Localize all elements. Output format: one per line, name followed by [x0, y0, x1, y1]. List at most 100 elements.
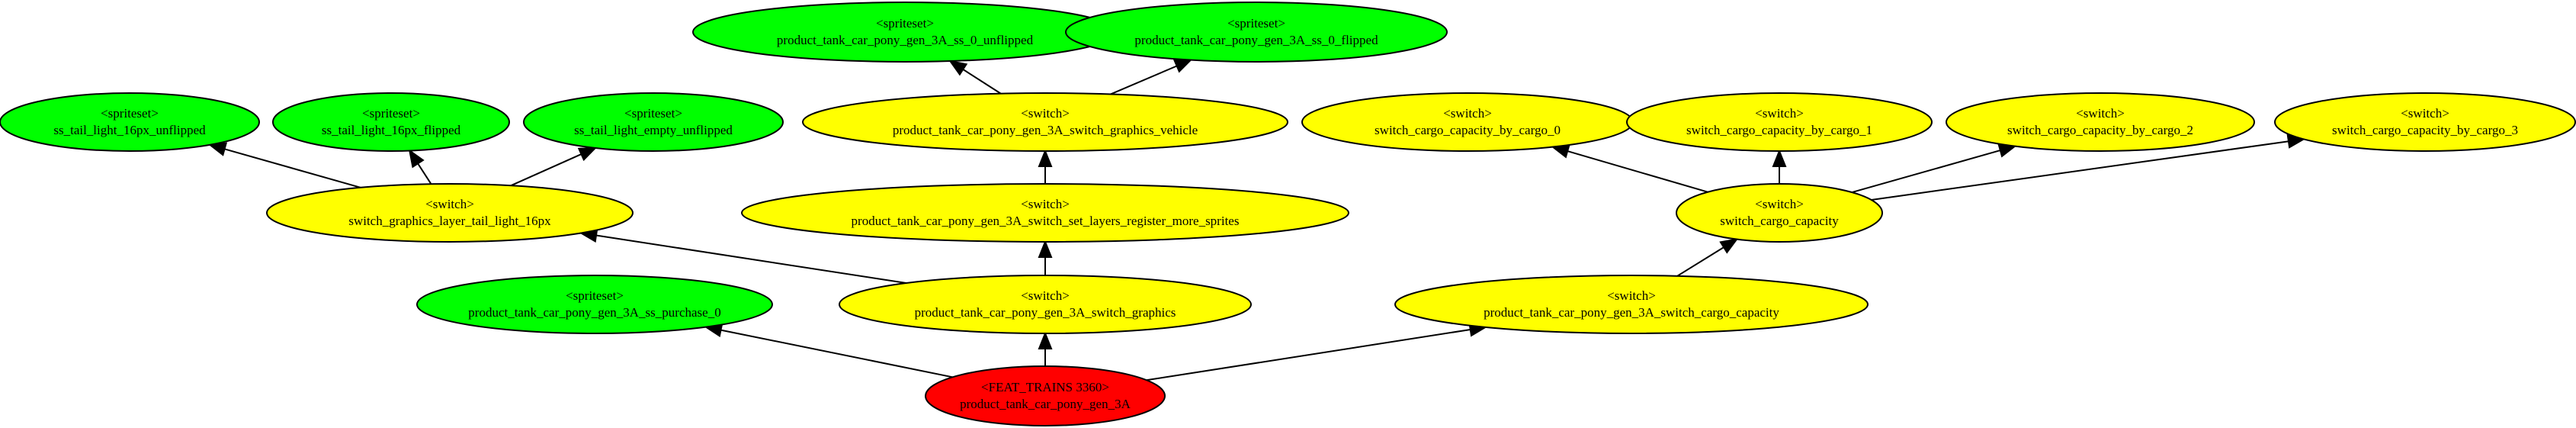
- node-cargo3: <switch>switch_cargo_capacity_by_cargo_3: [2274, 92, 2576, 152]
- edge-root-to-switch-cargo-capacity-main: [1146, 322, 1488, 381]
- node-label: switch_cargo_capacity: [1720, 214, 1839, 228]
- node-ss0-unflipped: <spriteset> product_tank_car_pony_gen_3A_…: [692, 2, 1118, 63]
- edge-switch-cargo-capacity-main-to-switch-cargo-capacity: [1676, 238, 1739, 277]
- edge-set-layers-to-graphics-vehicle: [1038, 149, 1053, 184]
- node-label: ss_tail_light_empty_unflipped: [574, 123, 733, 137]
- edge-arrowhead: [1038, 240, 1053, 258]
- node-label: ss_tail_light_16px_unflipped: [53, 123, 206, 137]
- edge-line: [417, 163, 432, 185]
- edge-tail-light-layer-to-tail-empty: [510, 146, 598, 187]
- edge-switch-graphics-to-tail-light-layer: [579, 228, 906, 284]
- node-type: <switch>: [1755, 197, 1804, 211]
- node-label: switch_cargo_capacity_by_cargo_0: [1375, 123, 1561, 137]
- node-switch-cargo-capacity: <switch> switch_cargo_capacity: [1676, 183, 1883, 243]
- node-shape: [266, 183, 634, 243]
- edge-switch-cargo-capacity-to-cargo1: [1772, 149, 1787, 184]
- node-label: product_tank_car_pony_gen_3A_ss_0_unflip…: [777, 33, 1034, 47]
- node-label: product_tank_car_pony_gen_3A_ss_purchase…: [468, 305, 720, 320]
- node-root: <FEAT_TRAINS 3360> product_tank_car_pony_…: [925, 365, 1166, 426]
- node-set-layers: <switch>product_tank_car_pony_gen_3A_swi…: [741, 183, 1349, 243]
- edge-tail-light-layer-to-tail-flipped: [408, 149, 432, 185]
- node-shape: [272, 92, 510, 152]
- node-type: <spriteset>: [101, 106, 159, 121]
- node-label: product_tank_car_pony_gen_3A_ss_0_flippe…: [1134, 33, 1378, 47]
- edge-arrowhead: [1173, 59, 1193, 73]
- node-type: <FEAT_TRAINS 3360>: [981, 380, 1109, 394]
- node-type: <switch>: [425, 197, 474, 211]
- node-shape: [416, 275, 773, 334]
- node-switch-graphics: <switch> product_tank_car_pony_gen_3A_swi…: [839, 275, 1252, 334]
- edge-line: [1852, 150, 2001, 194]
- edge-switch-cargo-capacity-to-cargo2: [1852, 143, 2017, 194]
- node-type: <switch>: [1021, 197, 1070, 211]
- node-label: ss_tail_light_16px_flipped: [322, 123, 461, 137]
- node-shape: [0, 92, 260, 152]
- edge-arrowhead: [948, 60, 968, 76]
- node-type: <spriteset>: [362, 106, 420, 121]
- edge-line: [962, 69, 1002, 95]
- node-type: <switch>: [1021, 106, 1070, 121]
- node-type: <switch>: [2076, 106, 2125, 121]
- edge-line: [510, 153, 582, 187]
- edge-tail-light-layer-to-tail-unflipped: [207, 142, 361, 188]
- node-tail-empty: <spriteset>ss_tail_light_empty_unflipped: [523, 92, 784, 152]
- node-label: switch_cargo_capacity_by_cargo_1: [1686, 123, 1872, 137]
- edge-arrowhead: [1719, 238, 1739, 254]
- edge-line: [1871, 140, 2289, 201]
- node-type: <switch>: [1443, 106, 1492, 121]
- node-tail-unflipped: <spriteset> ss_tail_light_16px_unflipped: [0, 92, 260, 152]
- node-shape: [2274, 92, 2576, 152]
- edge-root-to-switch-graphics: [1038, 331, 1053, 366]
- edge-line: [720, 329, 953, 378]
- node-label: product_tank_car_pony_gen_3A_switch_grap…: [893, 123, 1198, 137]
- edge-root-to-purchase: [704, 323, 953, 378]
- edge-arrowhead: [408, 149, 425, 169]
- edge-arrowhead: [1038, 149, 1053, 167]
- edge-switch-cargo-capacity-to-cargo0: [1551, 144, 1708, 193]
- node-type: <spriteset>: [1227, 16, 1285, 31]
- node-cargo0: <switch> switch_cargo_capacity_by_cargo_0: [1301, 92, 1634, 152]
- node-tail-light-layer: <switch> switch_graphics_layer_tail_light…: [266, 183, 634, 243]
- edge-line: [1567, 150, 1708, 193]
- edge-graphics-vehicle-to-ss0-unflipped: [948, 60, 1002, 95]
- node-type: <spriteset>: [566, 288, 624, 303]
- edge-arrowhead: [577, 146, 598, 162]
- node-type: <switch>: [1021, 288, 1070, 303]
- node-cargo1: <switch> switch_cargo_capacity_by_cargo_1: [1626, 92, 1933, 152]
- node-shape: [925, 365, 1166, 426]
- node-purchase: <spriteset> product_tank_car_pony_gen_3A_…: [416, 275, 773, 334]
- edge-line: [1676, 246, 1724, 277]
- node-label: switch_graphics_layer_tail_light_16px: [348, 214, 551, 228]
- node-ss0-flipped: <spriteset> product_tank_car_pony_gen_3A_…: [1065, 2, 1448, 63]
- node-shape: [523, 92, 784, 152]
- node-tail-flipped: <spriteset> ss_tail_light_16px_flipped: [272, 92, 510, 152]
- node-shape: [839, 275, 1252, 334]
- edge-arrowhead: [1038, 331, 1053, 349]
- node-shape: [692, 2, 1118, 63]
- node-label: product_tank_car_pony_gen_3A: [960, 397, 1131, 411]
- node-shape: [741, 183, 1349, 243]
- node-type: <switch>: [1607, 288, 1656, 303]
- node-label: product_tank_car_pony_gen_3A_switch_grap…: [915, 305, 1176, 320]
- node-shape: [1946, 92, 2255, 152]
- edge-line: [1110, 65, 1177, 95]
- node-label: switch_cargo_capacity_by_cargo_2: [2007, 123, 2193, 137]
- edge-line: [224, 148, 361, 188]
- node-switch-cargo-capacity-main: <switch> product_tank_car_pony_gen_3A_swi…: [1394, 275, 1869, 334]
- node-label: switch_cargo_capacity_by_cargo_3: [2332, 123, 2518, 137]
- node-shape: [1065, 2, 1448, 63]
- edge-graphics-vehicle-to-ss0-flipped: [1110, 59, 1193, 95]
- node-cargo2: <switch> switch_cargo_capacity_by_cargo_2: [1946, 92, 2255, 152]
- node-type: <switch>: [1755, 106, 1804, 121]
- node-shape: [1394, 275, 1869, 334]
- edge-switch-graphics-to-set-layers: [1038, 240, 1053, 275]
- node-type: <spriteset>: [876, 16, 934, 31]
- edge-line: [1146, 329, 1471, 381]
- edge-arrowhead: [1772, 149, 1787, 167]
- node-graphics-vehicle: <switch> product_tank_car_pony_gen_3A_swi…: [802, 92, 1288, 152]
- node-shape: [802, 92, 1288, 152]
- node-label: product_tank_car_pony_gen_3A_switch_carg…: [1484, 305, 1779, 320]
- node-shape: [1676, 183, 1883, 243]
